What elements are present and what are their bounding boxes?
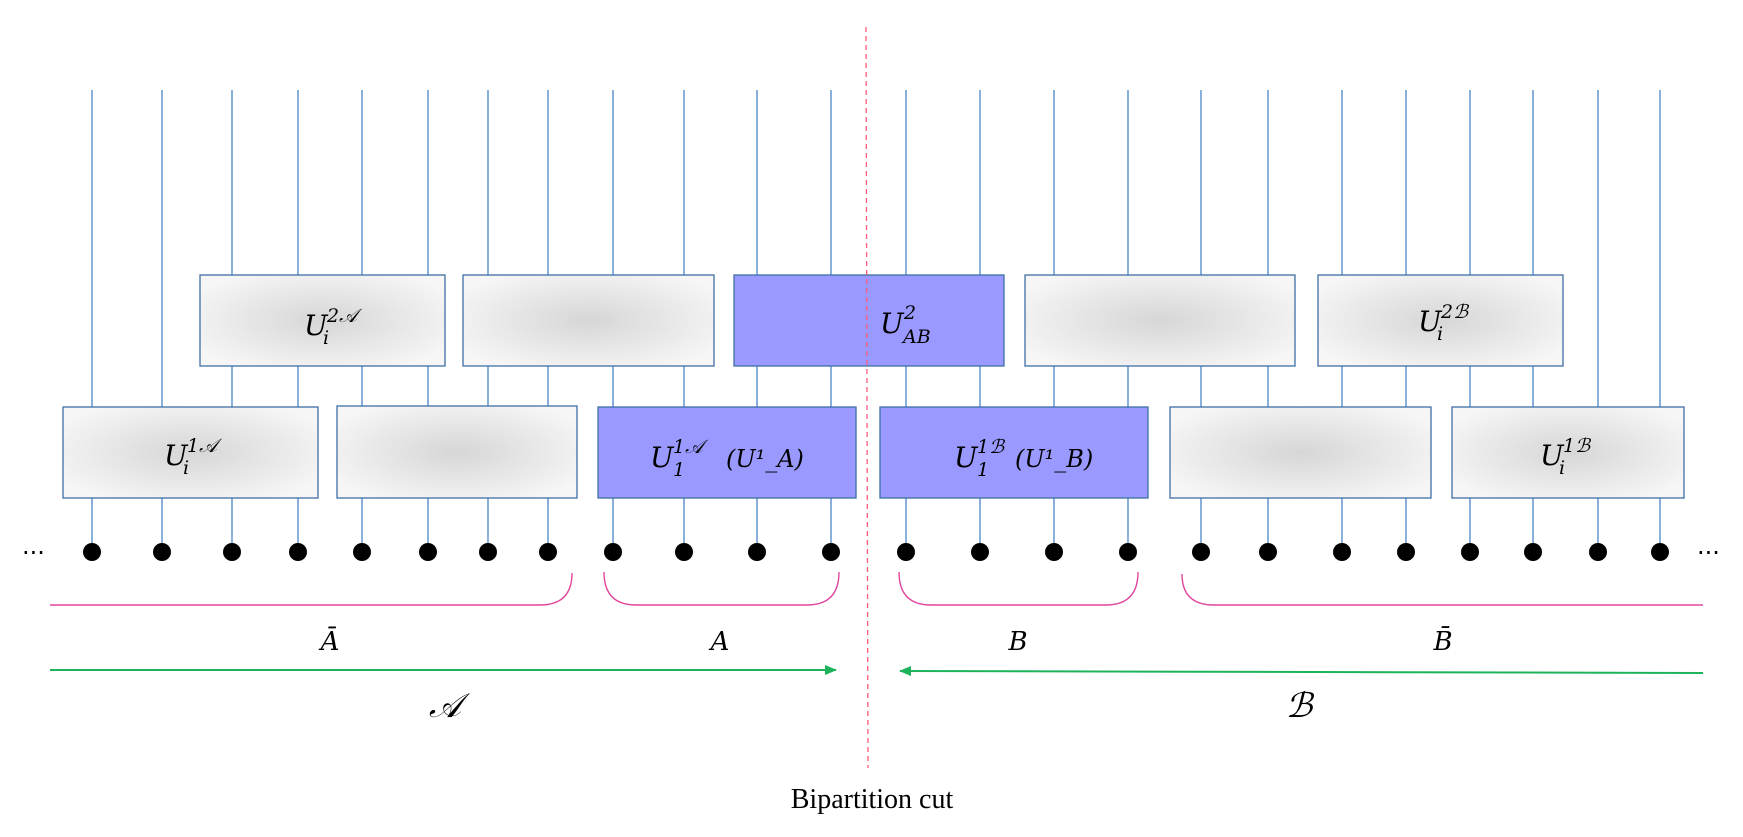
- brace-a: [603, 571, 840, 606]
- region-label-a: A: [709, 627, 730, 657]
- lattice-site: [897, 543, 915, 561]
- gate-u1-a-i-sub: i: [183, 457, 189, 479]
- bipartition-cut-line: [865, 26, 869, 769]
- gate-u2-a-i: U 2𝒜 i: [199, 274, 446, 367]
- gate-u2-b-i-symbol: U: [1418, 305, 1443, 338]
- gate-u2-b-i-sub: i: [1437, 323, 1443, 345]
- gate-u1-a-i-symbol: U: [164, 439, 189, 472]
- lattice-site: [675, 543, 693, 561]
- gate-u1-b-1-extra: (U¹_B): [1015, 445, 1093, 473]
- gate-u2-a-i-symbol: U: [304, 309, 329, 342]
- gate-u1-a-1-sub: 1: [673, 459, 685, 481]
- lattice-site: [479, 543, 497, 561]
- lattice-site: [971, 543, 989, 561]
- lattice-site: [604, 543, 622, 561]
- lattice-site: [1192, 543, 1210, 561]
- gate-u1-a-unlabeled: [336, 405, 578, 499]
- gate-u1-a-i: U 1𝒜 i: [62, 406, 319, 499]
- brace-a-bar: [50, 572, 573, 606]
- ellipsis-left: ...: [22, 532, 45, 560]
- arrow-label-b: ℬ: [1286, 686, 1315, 726]
- lattice-site: [1651, 543, 1669, 561]
- region-label-b: B: [1007, 627, 1027, 657]
- gate-u1-b-1: U 1ℬ 1 (U¹_B): [879, 406, 1149, 499]
- lattice-site: [353, 543, 371, 561]
- lattice-site: [1333, 543, 1351, 561]
- ellipsis-right: ...: [1697, 532, 1720, 560]
- gate-u2-b-i: U 2ℬ i: [1317, 274, 1564, 367]
- gate-u2-b-i-sup: 2ℬ: [1440, 301, 1470, 323]
- gate-u1-b-i: U 1ℬ i: [1451, 406, 1685, 499]
- lattice-site: [822, 543, 840, 561]
- bipartition-cut-label: Bipartition cut: [791, 784, 954, 815]
- lattice-site: [1119, 543, 1137, 561]
- brace-b: [898, 571, 1139, 606]
- gate-u1-b-i-sup: 1ℬ: [1563, 435, 1592, 457]
- lattice-site: [1259, 543, 1277, 561]
- lattice-site: [289, 543, 307, 561]
- region-label-a-bar: Ā: [319, 626, 340, 657]
- gate-u1-b-unlabeled: [1169, 406, 1432, 499]
- lattice-site: [1045, 543, 1063, 561]
- gate-layers: U 2𝒜 i U 2 AB U 2ℬ i U 1𝒜 i: [62, 274, 1685, 499]
- arrow-label-a: 𝒜: [429, 686, 471, 726]
- gate-u2-a-unlabeled: [462, 274, 715, 367]
- gate-u1-b-1-sup: 1ℬ: [977, 436, 1006, 458]
- lattice-site: [419, 543, 437, 561]
- gate-u1-a-1-symbol: U: [650, 441, 675, 474]
- lattice-site: [83, 543, 101, 561]
- gate-u2-ab: U 2 AB: [733, 274, 1005, 367]
- gate-u1-b-1-symbol: U: [954, 441, 979, 474]
- arrow-region-b: [899, 666, 1704, 677]
- gate-u1-b-i-sub: i: [1559, 457, 1565, 479]
- gate-u1-a-i-sup: 1𝒜: [187, 435, 223, 457]
- gate-u1-b-i-symbol: U: [1540, 439, 1565, 472]
- lattice-site: [153, 543, 171, 561]
- gate-u2-a-i-sub: i: [323, 327, 329, 349]
- lattice-site: [1461, 543, 1479, 561]
- lattice-site: [748, 543, 766, 561]
- brace-b-bar: [1181, 573, 1703, 606]
- gate-u2-a-i-sup: 2𝒜: [326, 305, 363, 327]
- region-braces: [50, 571, 1703, 606]
- gate-u2-ab-symbol: U: [880, 307, 905, 340]
- gate-u1-b-1-sub: 1: [977, 459, 989, 481]
- gate-u2-b-unlabeled: [1024, 274, 1296, 367]
- gate-u2-ab-sub: AB: [901, 326, 931, 348]
- lattice-site: [539, 543, 557, 561]
- lattice-site: [1524, 543, 1542, 561]
- lattice-sites: [83, 543, 1669, 561]
- gate-u1-a-1: U 1𝒜 1 (U¹_A): [597, 406, 857, 499]
- lattice-site: [1397, 543, 1415, 561]
- lattice-site: [223, 543, 241, 561]
- lattice-site: [1589, 543, 1607, 561]
- gate-u2-ab-sup: 2: [903, 302, 916, 324]
- gate-u1-a-1-extra: (U¹_A): [726, 445, 804, 473]
- region-label-b-bar: B̄: [1432, 625, 1452, 657]
- gate-u1-a-1-sup: 1𝒜: [673, 436, 709, 458]
